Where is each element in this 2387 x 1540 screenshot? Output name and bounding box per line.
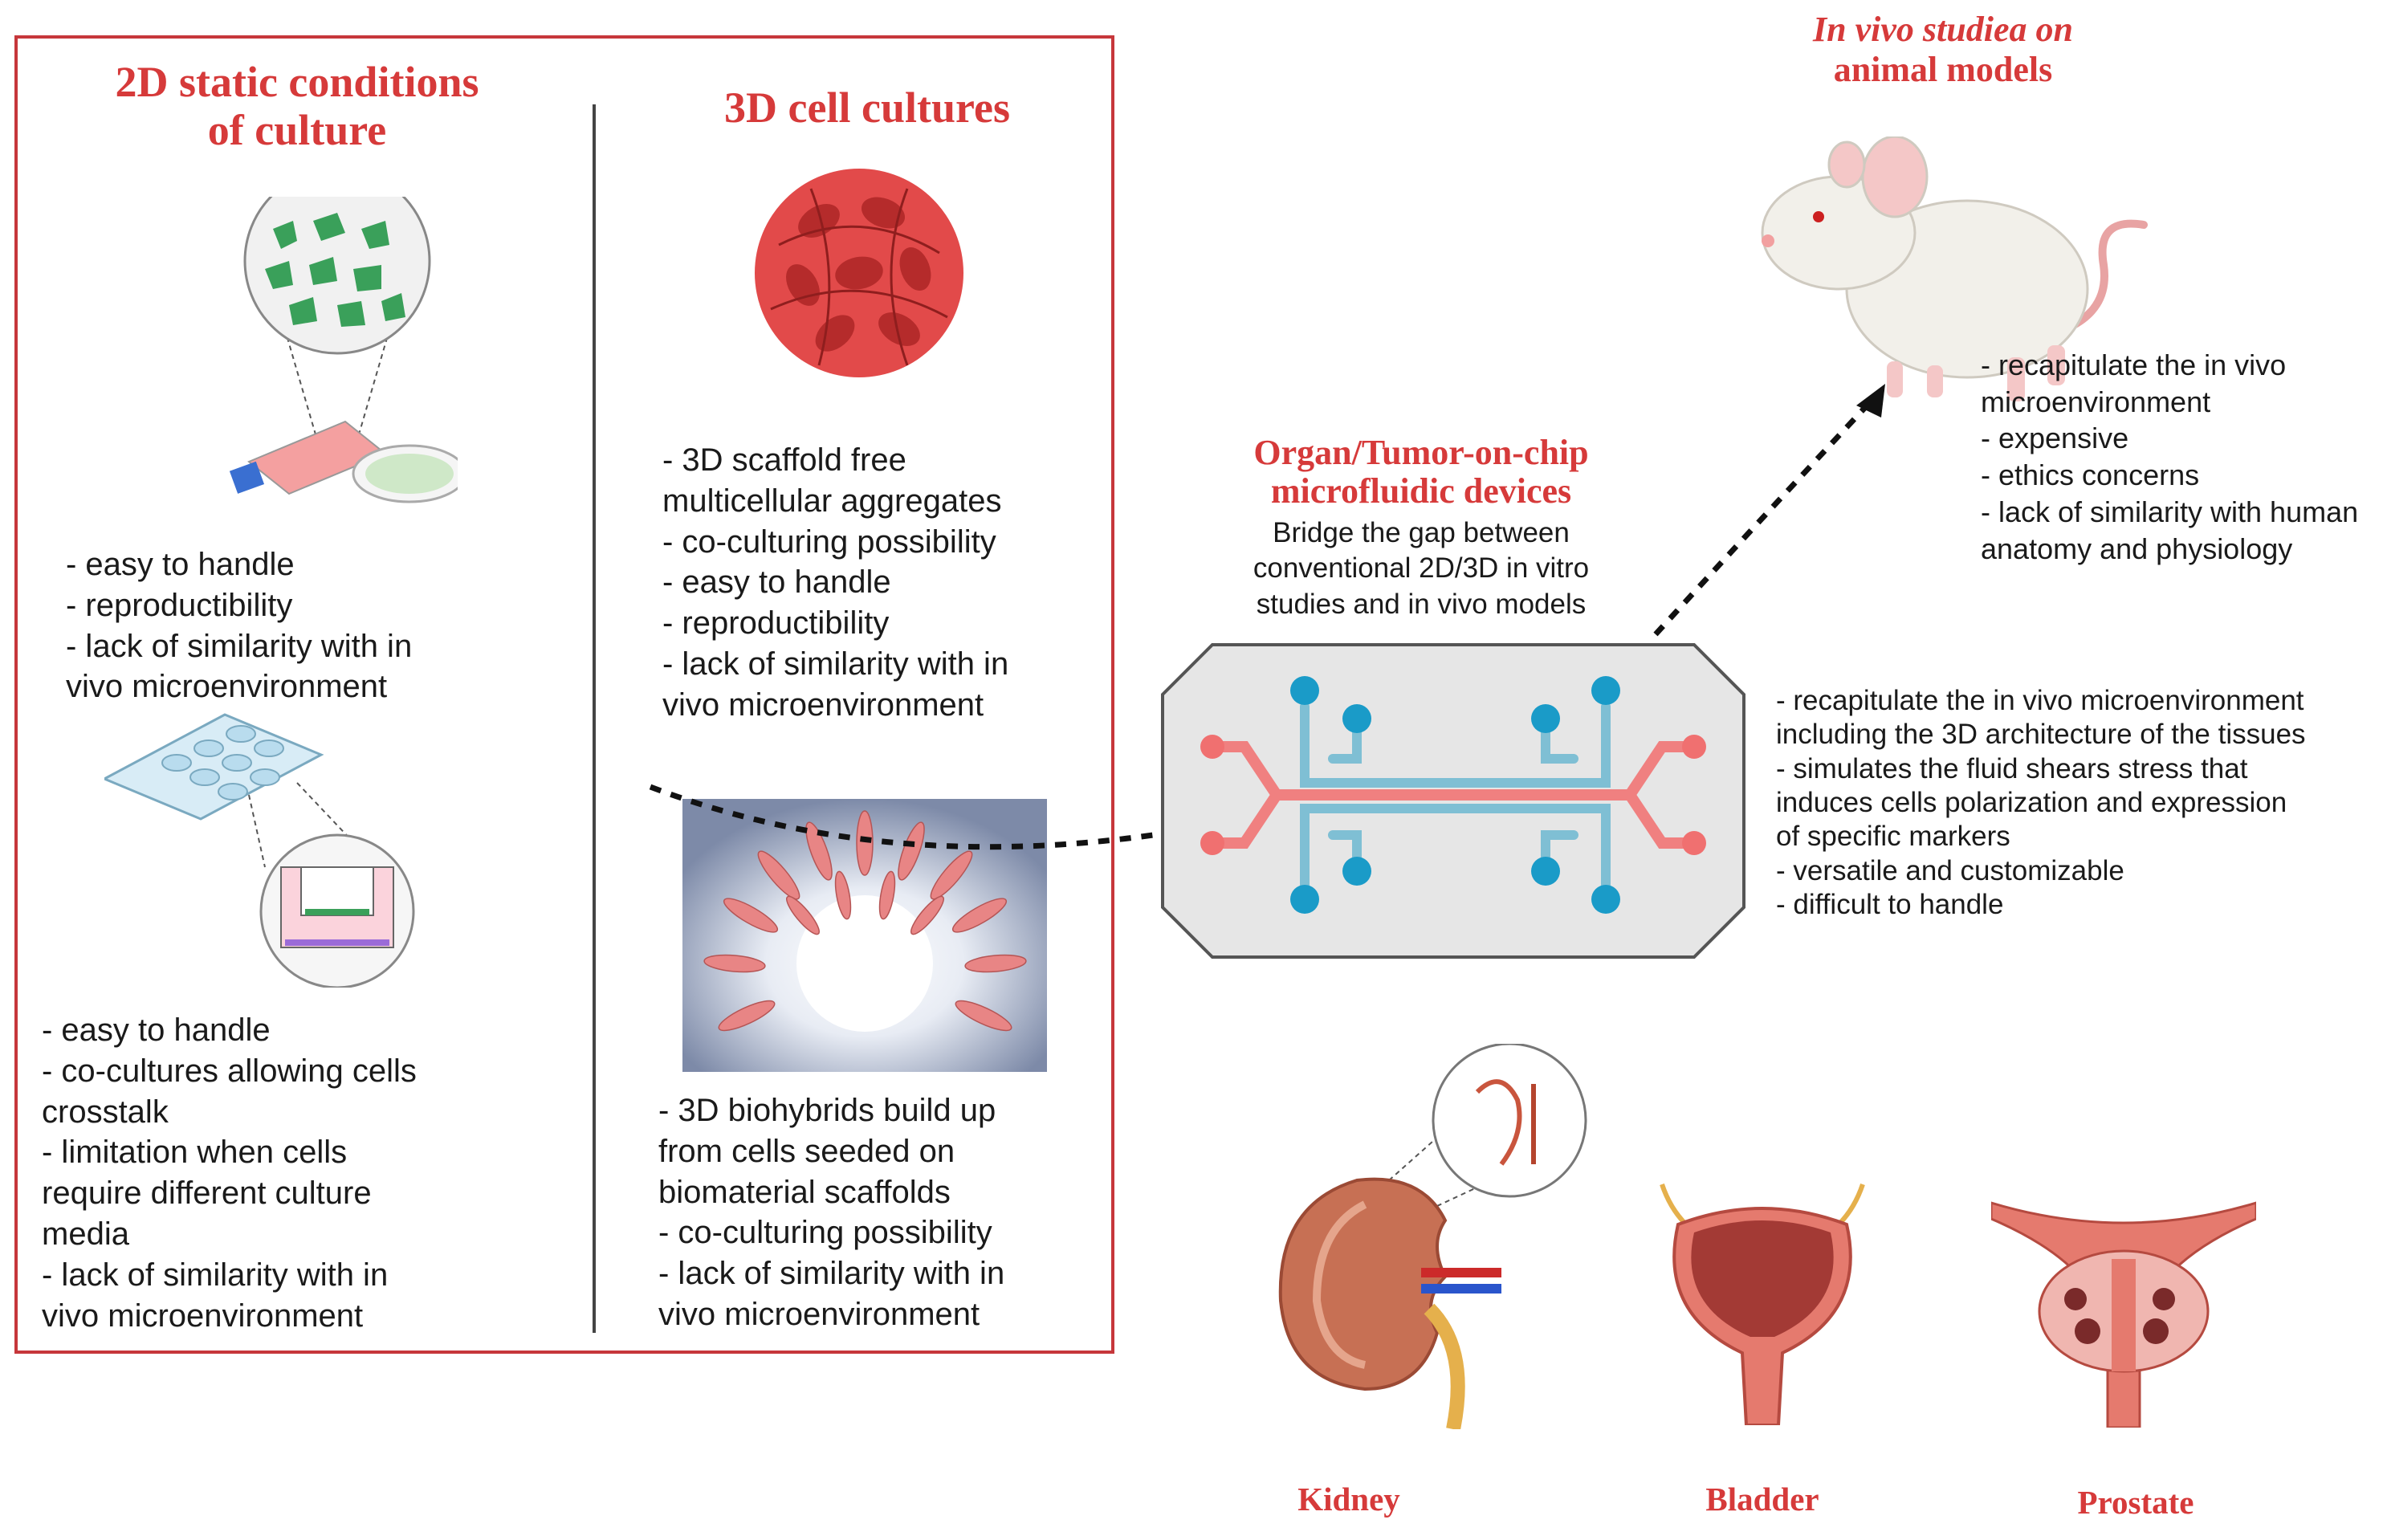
red-channel <box>1207 741 1700 849</box>
culture-flask <box>229 420 387 495</box>
title-3d: 3D cell cultures <box>724 84 1010 132</box>
title-organ-chip-line1: Organ/Tumor-on-chip <box>1253 433 1589 472</box>
list-organ-chip: - recapitulate the in vivo microenvironm… <box>1776 685 2306 921</box>
arrowhead-icon <box>1856 384 1885 418</box>
green-cells <box>265 213 405 327</box>
list-2d-a: - easy to handle - reproductibility - la… <box>66 547 413 705</box>
kidney-illustration <box>1278 1044 1587 1429</box>
label-bladder: Bladder <box>1705 1481 1819 1518</box>
in-vitro-panel-frame <box>14 35 1114 1354</box>
mouse-ear <box>1861 136 1929 218</box>
2d-culture-illustration <box>229 197 458 503</box>
mouse-paws <box>1887 345 2065 401</box>
nephron <box>1475 1079 1522 1166</box>
panel-divider <box>593 104 596 1333</box>
dashed-connector-chip-to-3d <box>649 784 1165 850</box>
title-in-vivo-line1: In vivo studiea on <box>1813 10 2073 49</box>
nephron-magnifier <box>1432 1044 1587 1198</box>
red-ports <box>1200 735 1706 855</box>
list-in-vivo: - recapitulate the in vivo microenvironm… <box>1981 348 2359 565</box>
spheroid-illustration <box>755 169 963 377</box>
chip-body <box>1161 643 1745 959</box>
title-organ-chip: Organ/Tumor-on-chip microfluidic devices <box>1180 434 1662 511</box>
dashed-arrow-chip-to-mouse <box>1653 399 1873 637</box>
prostate-illustration <box>1991 1201 2256 1428</box>
organ-chip-subtitle: Bridge the gap between conventional 2D/3… <box>1253 517 1590 620</box>
title-organ-chip-line2: microfluidic devices <box>1270 471 1572 511</box>
title-2d-line1: 2D static conditions <box>115 58 479 106</box>
label-kidney: Kidney <box>1297 1481 1400 1518</box>
title-in-vivo-line2: animal models <box>1833 50 2053 89</box>
list-2d-b: - easy to handle - co-cultures allowing … <box>42 1012 417 1334</box>
kidney <box>1278 1177 1448 1391</box>
mouse-nose <box>1762 234 1774 247</box>
well-plate-illustration <box>104 713 415 988</box>
list-3d-b: - 3D biohybrids build up from cells seed… <box>658 1093 1005 1332</box>
title-2d-line2: of culture <box>207 106 387 154</box>
title-in-vivo: In vivo studiea on animal models <box>1734 10 2152 90</box>
mouse-illustration <box>1761 136 2148 401</box>
title-2d: 2D static conditions of culture <box>32 58 562 154</box>
scaffold-cells <box>703 810 1027 1032</box>
prostate-nodules <box>2064 1288 2175 1344</box>
list-3d-a: - 3D scaffold free multicellular aggrega… <box>662 442 1009 723</box>
microfluidic-chip <box>1161 643 1745 959</box>
bladder-illustration <box>1660 1184 1865 1425</box>
blue-channels <box>1300 702 1611 892</box>
blue-ports <box>1290 676 1620 914</box>
mouse-eye <box>1813 211 1824 222</box>
ureter <box>1424 1303 1465 1429</box>
label-prostate: Prostate <box>2077 1484 2194 1521</box>
scaffold-illustration <box>682 799 1047 1072</box>
